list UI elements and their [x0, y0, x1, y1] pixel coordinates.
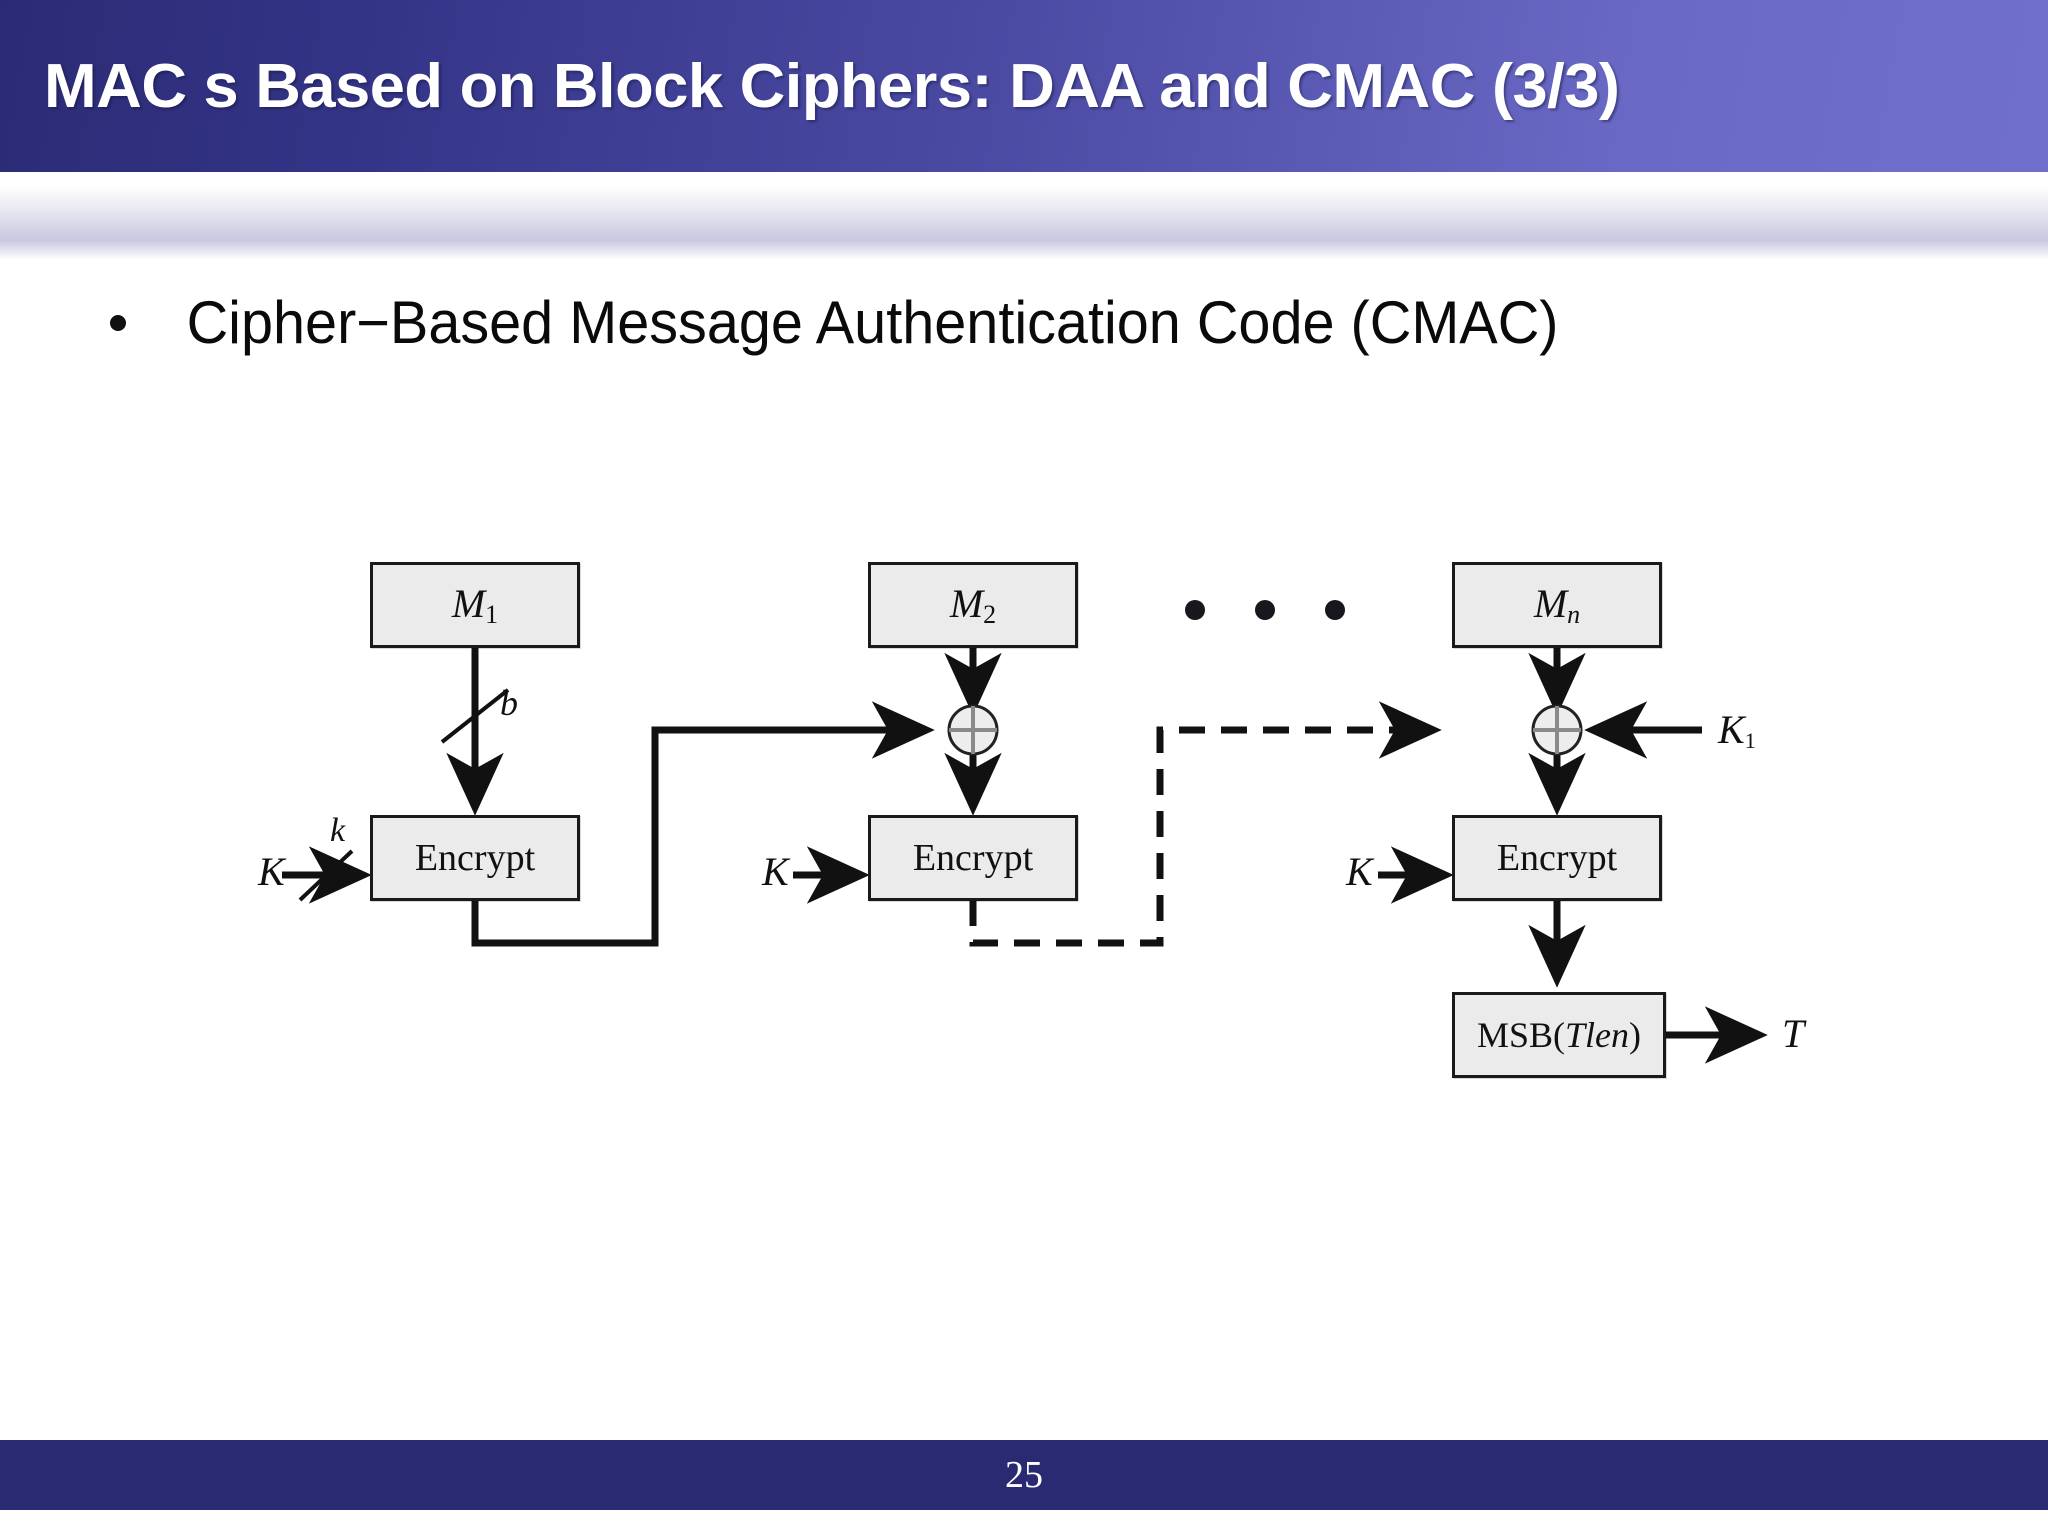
page-title: MAC s Based on Block Ciphers: DAA and CM… — [44, 51, 1620, 121]
bullet-item: Cipher−Based Message Authentication Code… — [110, 288, 1587, 357]
label-block-width: b — [500, 683, 518, 723]
bullet-item-label: Cipher−Based Message Authentication Code… — [186, 289, 1559, 356]
block-msb: MSB(Tlen) — [1452, 992, 1666, 1078]
label-subkey-k1: K1 — [1718, 707, 1756, 753]
label-key-1: K — [258, 849, 285, 894]
block-m1-label: M1 — [451, 581, 499, 629]
slide-footer-bar: 25 — [0, 1440, 2048, 1510]
title-shadow-band — [0, 186, 2048, 240]
ellipsis-dot-2 — [1255, 600, 1275, 620]
bullet-dot-icon — [110, 315, 126, 331]
wire-encrypt2-feedback-dashed — [969, 701, 1442, 947]
page-number: 25 — [1005, 1454, 1043, 1496]
block-mn: Mn — [1452, 562, 1662, 648]
wire-encrypt1-feedback — [471, 701, 935, 947]
block-encrypt-2-label: Encrypt — [912, 837, 1034, 879]
label-key-3: K — [1346, 849, 1373, 894]
ellipsis-dot-1 — [1185, 600, 1205, 620]
block-m2: M2 — [868, 562, 1078, 648]
block-encrypt-1-label: Encrypt — [414, 837, 536, 879]
block-encrypt-3: Encrypt — [1452, 815, 1662, 901]
block-encrypt-2: Encrypt — [868, 815, 1078, 901]
block-msb-label: MSB(Tlen) — [1476, 1015, 1642, 1055]
xor-gate-2 — [947, 704, 999, 756]
ellipsis-dot-3 — [1325, 600, 1345, 620]
tick-b — [440, 688, 510, 744]
label-tag-t: T — [1782, 1011, 1805, 1056]
block-m2-label: M2 — [949, 581, 997, 629]
label-key-2: K — [762, 849, 789, 894]
tick-k — [298, 849, 354, 902]
title-divider — [0, 172, 2048, 186]
block-encrypt-3-label: Encrypt — [1496, 837, 1618, 879]
block-encrypt-1: Encrypt — [370, 815, 580, 901]
block-mn-label: Mn — [1533, 581, 1581, 629]
slide-title-bar: MAC s Based on Block Ciphers: DAA and CM… — [0, 0, 2048, 172]
title-shadow-fade — [0, 240, 2048, 260]
label-key-width: k — [330, 812, 346, 849]
block-m1: M1 — [370, 562, 580, 648]
xor-gate-3 — [1531, 704, 1583, 756]
